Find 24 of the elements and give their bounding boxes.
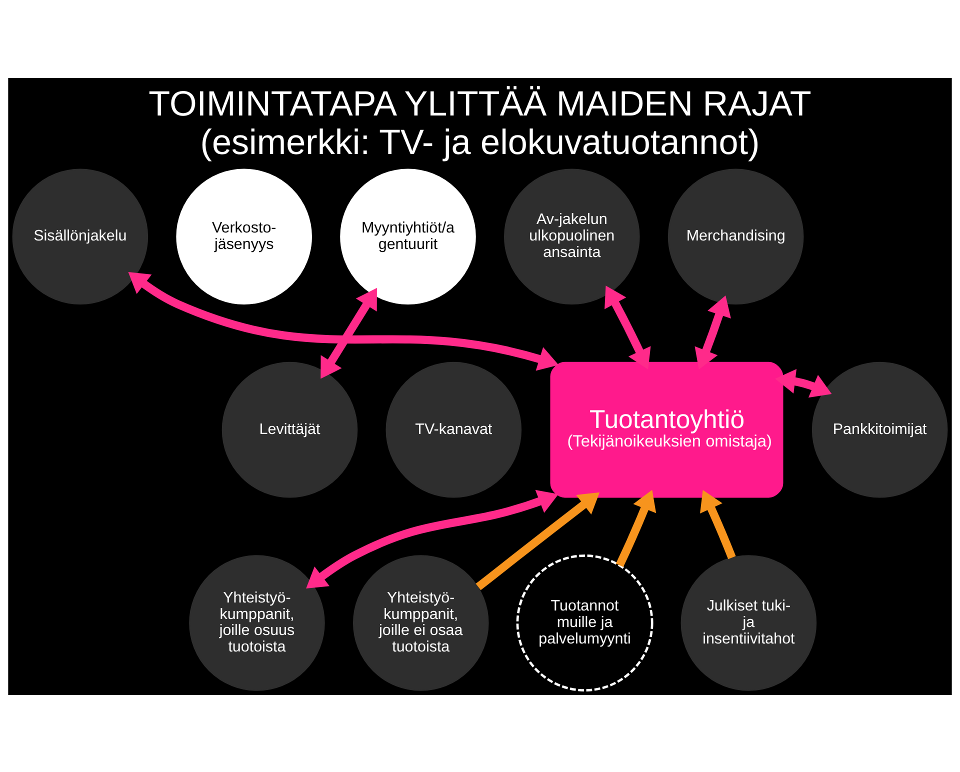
arrow	[694, 295, 731, 369]
arrow	[128, 272, 559, 370]
diagram-title: TOIMINTATAPA YLITTÄÄ MAIDEN RAJAT	[148, 84, 812, 123]
node-box: Tuotantoyhtiö (Tekijänoikeuksien omistaja)	[550, 361, 784, 498]
node-circle: Tuotannot muille ja palvelumyynti	[516, 554, 654, 691]
node-circle: Av-jakelun ulkopuolinen ansainta	[504, 168, 640, 304]
arrow	[700, 490, 736, 559]
arrow	[775, 368, 832, 398]
node-circle: Yhteistyö- kumppanit, joille osuus tuotoista	[189, 554, 325, 690]
node-circle: Pankkitoimijat	[812, 361, 948, 498]
arrow	[616, 489, 656, 567]
arrow	[604, 285, 651, 370]
node-circle: TV-kanavat	[386, 361, 522, 498]
node-circle: Myyntiyhtiöt/a gentuurit	[340, 168, 476, 304]
arrow	[476, 492, 600, 590]
caption: (esimerkki: TV- ja elokuvatuotannot)	[200, 122, 760, 162]
node-circle: Yhteistyö- kumppanit, joille ei osaa tuotoista	[352, 554, 489, 690]
node-circle: Merchandising	[668, 168, 804, 304]
node-circle: Julkiset tuki- ja insentiivitahot	[680, 554, 817, 690]
node-circle: Verkosto- jäsenyys	[176, 168, 312, 304]
arrow	[306, 489, 558, 588]
node-circle: Levittäjät	[222, 361, 358, 498]
arrow	[320, 287, 377, 378]
node-circle: Sisällönjakelu	[12, 168, 148, 304]
